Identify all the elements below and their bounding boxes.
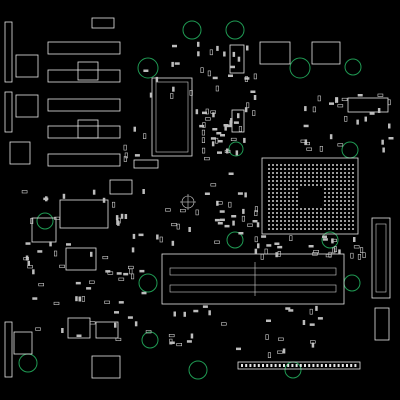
mounting-hole (18, 353, 38, 373)
bottom-left-components (13, 159, 159, 379)
mounting-hole (341, 141, 359, 159)
mounting-hole (138, 273, 158, 293)
fiducial-crosshair (180, 194, 196, 210)
mounting-hole (289, 57, 311, 79)
left-middle-components (31, 179, 133, 339)
mounting-hole (343, 274, 361, 292)
mounting-hole (228, 141, 244, 157)
passive-components (21, 41, 394, 359)
mounting-hole (321, 231, 339, 249)
mounting-hole (225, 20, 245, 40)
header-pin-row (241, 364, 357, 367)
vertical-connector-right (371, 217, 391, 341)
left-edge-connector (4, 21, 13, 378)
large-ic-top-center (151, 77, 193, 157)
mounting-hole (182, 20, 202, 40)
mounting-hole (188, 360, 208, 380)
mounting-hole (141, 331, 159, 349)
dimm-slot (161, 253, 345, 305)
left-connectors (9, 17, 121, 167)
mounting-hole (137, 57, 159, 79)
top-right-components (229, 41, 389, 133)
bga-ball-array (268, 164, 354, 230)
mounting-hole (226, 231, 244, 249)
bga-chip (261, 157, 359, 235)
bottom-header (237, 361, 361, 370)
mounting-hole (344, 58, 362, 76)
mounting-hole (36, 212, 54, 230)
